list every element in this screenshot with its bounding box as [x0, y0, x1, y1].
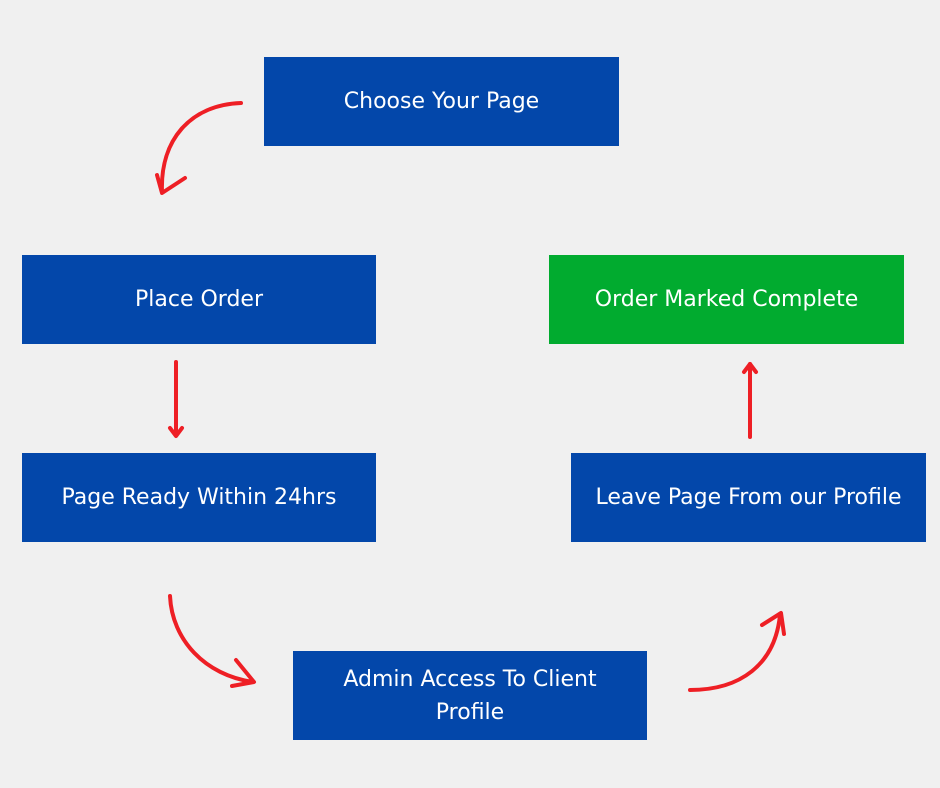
step-admin-access: Admin Access To Client Profile [293, 651, 647, 740]
arrow-place-to-ready [168, 360, 184, 438]
step-admin-label: Admin Access To Client Profile [343, 666, 597, 725]
step-page-ready: Page Ready Within 24hrs [22, 453, 376, 542]
step-choose-label: Choose Your Page [343, 89, 540, 114]
step-place-order: Place Order [22, 255, 376, 344]
step-choose-your-page: Choose Your Page [264, 57, 619, 146]
step-complete-label: Order Marked Complete [594, 287, 859, 312]
step-leave-page: Leave Page From our Profile [571, 453, 926, 542]
step-ready-label: Page Ready Within 24hrs [61, 485, 337, 510]
arrow-admin-to-leave [688, 611, 786, 692]
arrow-leave-to-complete [742, 362, 758, 439]
step-place-label: Place Order [134, 287, 263, 312]
step-leave-label: Leave Page From our Profile [595, 485, 902, 510]
arrow-ready-to-admin [168, 594, 256, 688]
step-order-marked-complete: Order Marked Complete [549, 255, 904, 344]
arrow-choose-to-place [155, 101, 243, 195]
